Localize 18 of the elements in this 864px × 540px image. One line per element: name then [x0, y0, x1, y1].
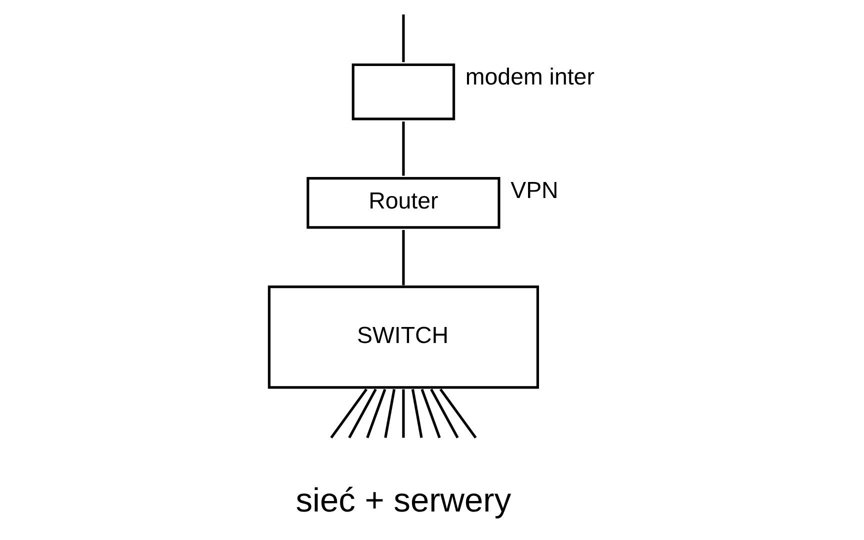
- connector: [402, 389, 404, 438]
- node-label: modem inter: [464, 64, 594, 90]
- connector: [402, 14, 404, 62]
- connector: [402, 122, 404, 176]
- connector: [384, 389, 395, 438]
- node-label: VPN: [510, 177, 558, 204]
- connector: [420, 388, 440, 438]
- connector: [402, 230, 404, 286]
- node-box: [351, 63, 455, 120]
- connector: [430, 388, 458, 438]
- node-box: SWITCH: [267, 285, 538, 389]
- connector: [366, 388, 386, 438]
- connector: [330, 388, 367, 439]
- connector: [348, 388, 376, 438]
- connector: [438, 388, 476, 439]
- label: sieć + serwery: [295, 482, 511, 520]
- connector: [410, 389, 422, 438]
- node-box: Router: [306, 177, 500, 229]
